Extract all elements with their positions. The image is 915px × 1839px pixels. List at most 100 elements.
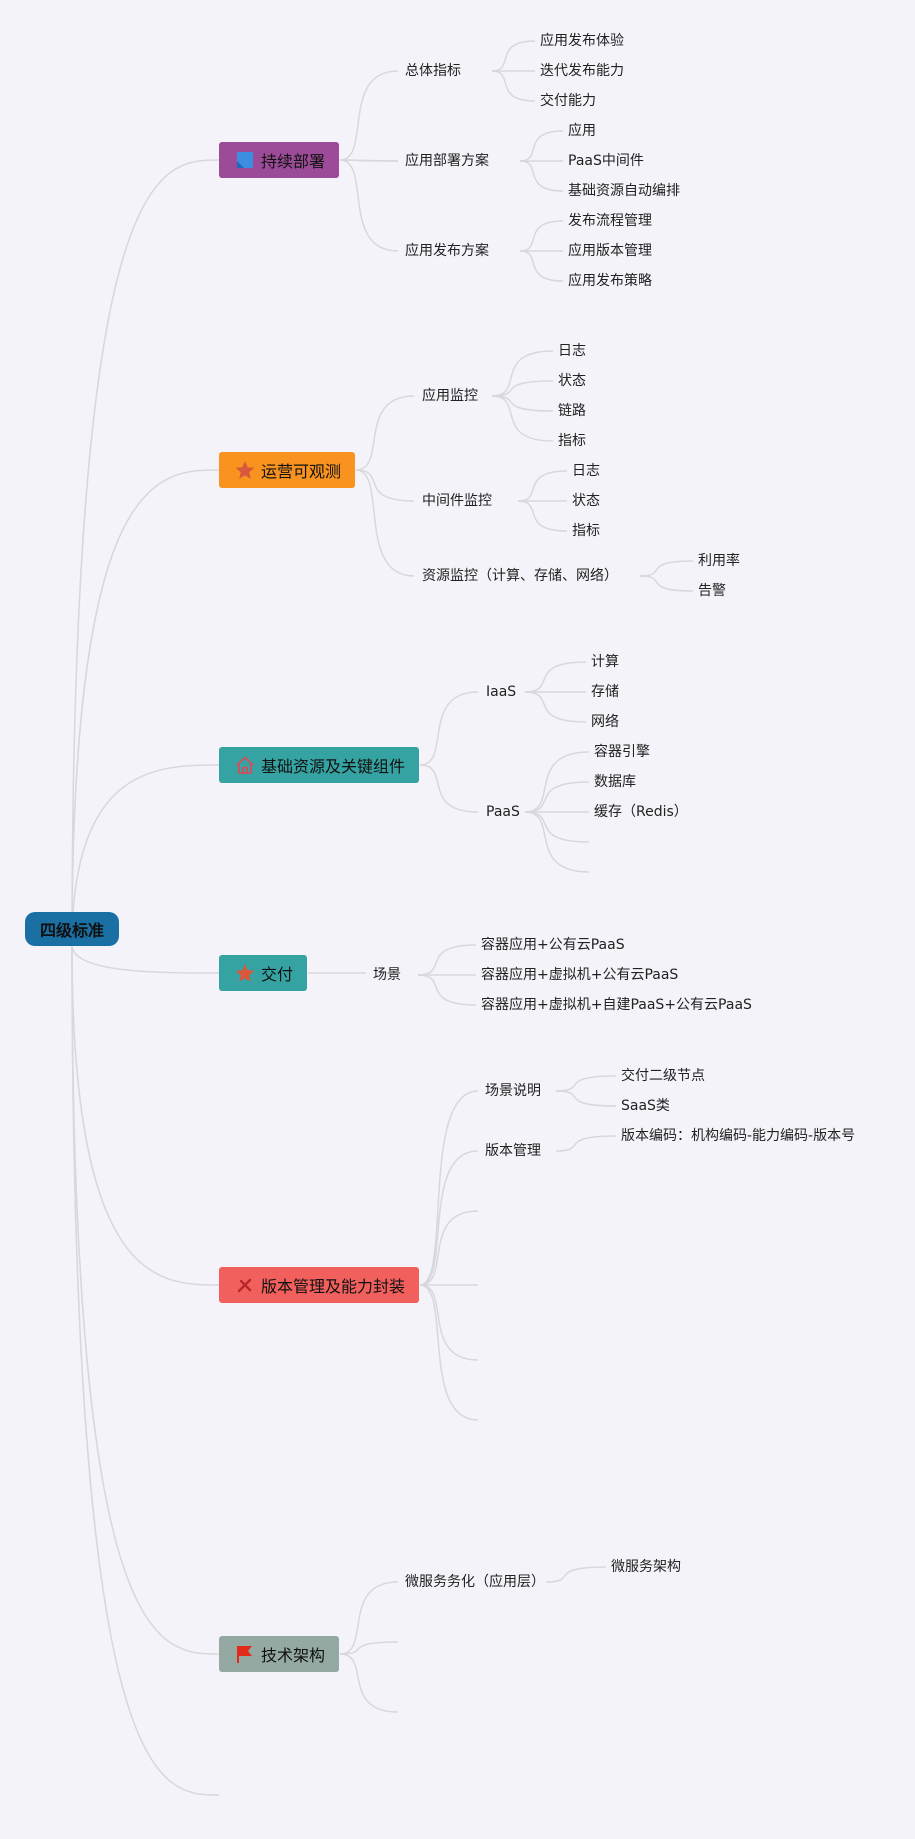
node-l2[interactable]: 容器应用+公有云PaaS [481, 937, 625, 953]
connector-line [491, 395, 554, 412]
connector-line [491, 70, 536, 102]
connector-line [555, 1090, 617, 1107]
connector-line [519, 130, 564, 162]
connector-line [419, 1210, 479, 1286]
node-l2[interactable]: 迭代发布能力 [540, 63, 624, 79]
connector-line [71, 944, 220, 1286]
connector-line [555, 1075, 617, 1092]
node-l2[interactable]: 版本编码：机构编码-能力编码-版本号 [621, 1128, 856, 1144]
node-l2[interactable]: 指标 [558, 433, 586, 449]
branch-label: 持续部署 [261, 152, 326, 171]
connector-line [339, 159, 399, 252]
node-l2[interactable]: 微服务架构 [611, 1559, 681, 1575]
node-l2[interactable]: 应用发布体验 [540, 33, 624, 49]
connector-line [545, 1566, 607, 1583]
root-node[interactable]: 四级标准 [25, 912, 119, 946]
connector-line [339, 1653, 399, 1713]
connector-line [524, 781, 590, 813]
connector-line [639, 575, 694, 592]
connector-line [524, 661, 587, 693]
connector-line [355, 469, 415, 502]
connector-line [355, 469, 415, 577]
connector-line [71, 944, 220, 1655]
node-l1[interactable]: 版本管理 [485, 1143, 541, 1159]
node-l1[interactable]: 总体指标 [405, 63, 461, 79]
node-l1[interactable]: 微服务务化（应用层） [405, 1574, 545, 1590]
branch-infra[interactable]: 基础资源及关键组件 [219, 747, 420, 783]
connector-line [524, 811, 590, 873]
connector-line [419, 1284, 479, 1421]
connector-line [555, 1135, 617, 1152]
branch-version[interactable]: 版本管理及能力封装 [219, 1267, 420, 1303]
connector-line [491, 40, 536, 72]
connector-line [71, 469, 220, 946]
connector-line [339, 70, 399, 161]
connector-line [524, 691, 587, 723]
node-l2[interactable]: 交付能力 [540, 93, 596, 109]
node-l2[interactable]: 发布流程管理 [568, 213, 652, 229]
node-l2[interactable]: 存储 [591, 684, 619, 700]
node-l1[interactable]: 场景说明 [485, 1083, 541, 1099]
branch-label: 基础资源及关键组件 [261, 757, 406, 776]
node-l2[interactable]: 容器应用+虚拟机+公有云PaaS [481, 967, 679, 983]
node-l2[interactable]: PaaS中间件 [568, 153, 644, 169]
node-l2[interactable]: 容器应用+虚拟机+自建PaaS+公有云PaaS [481, 997, 752, 1013]
node-l2[interactable]: 指标 [572, 523, 600, 539]
connector-line [519, 250, 564, 282]
node-l2[interactable]: 数据库 [594, 774, 636, 790]
connector-line [419, 1150, 479, 1286]
node-l2[interactable]: 应用 [568, 123, 596, 139]
star-icon [235, 964, 255, 982]
connector-line [419, 691, 479, 766]
branch-delivery[interactable]: 交付 [219, 955, 308, 991]
connector-line [524, 811, 590, 843]
connector-line [71, 944, 220, 1796]
connector-line [419, 1284, 479, 1361]
node-l2[interactable]: 链路 [558, 403, 586, 419]
node-l2[interactable]: 网络 [591, 714, 619, 730]
flag-icon [237, 1646, 252, 1663]
star-icon [235, 461, 255, 479]
node-l2[interactable]: 状态 [558, 373, 586, 389]
branch-label: 运营可观测 [261, 462, 342, 481]
node-l1[interactable]: PaaS [486, 804, 520, 820]
node-l1[interactable]: IaaS [486, 684, 517, 700]
branch-ops[interactable]: 运营可观测 [219, 452, 356, 488]
connector-line [339, 1641, 399, 1655]
connector-line [71, 764, 220, 946]
node-l1[interactable]: 应用部署方案 [405, 153, 489, 169]
node-l1[interactable]: 资源监控（计算、存储、网络） [422, 568, 618, 584]
node-l2[interactable]: 交付二级节点 [621, 1068, 705, 1084]
branch-label: 技术架构 [261, 1646, 326, 1665]
connector-line [419, 1090, 479, 1286]
node-l2[interactable]: 计算 [591, 654, 619, 670]
node-l1[interactable]: 应用发布方案 [405, 243, 489, 259]
node-l2[interactable]: 状态 [572, 493, 600, 509]
connector-line [339, 159, 399, 162]
connector-line [517, 470, 568, 502]
node-l2[interactable]: 应用发布策略 [568, 273, 652, 289]
node-l2[interactable]: 日志 [558, 343, 586, 359]
node-l1[interactable]: 中间件监控 [422, 493, 492, 509]
connector-line [491, 380, 554, 397]
connector-line [417, 974, 477, 1006]
node-l2[interactable]: 基础资源自动编排 [568, 183, 680, 199]
branch-arch[interactable]: 技术架构 [219, 1636, 340, 1672]
node-l2[interactable]: 缓存（Redis） [594, 804, 688, 820]
node-l2[interactable]: 应用版本管理 [568, 243, 652, 259]
node-l2[interactable]: 容器引擎 [594, 744, 650, 760]
connector-line [491, 350, 554, 397]
branch-cd[interactable]: 持续部署 [219, 142, 340, 178]
bookmark-icon [237, 152, 253, 168]
node-l2[interactable]: 日志 [572, 463, 600, 479]
connector-line [417, 944, 477, 976]
node-l1[interactable]: 应用监控 [422, 388, 478, 404]
node-l2[interactable]: 告警 [698, 583, 726, 599]
node-l1[interactable]: 场景 [373, 967, 401, 983]
connector-line [71, 159, 220, 946]
connector-line [519, 220, 564, 252]
connector-line [491, 395, 554, 442]
node-l2[interactable]: SaaS类 [621, 1098, 670, 1114]
node-l2[interactable]: 利用率 [698, 553, 740, 569]
connector-line [639, 560, 694, 577]
